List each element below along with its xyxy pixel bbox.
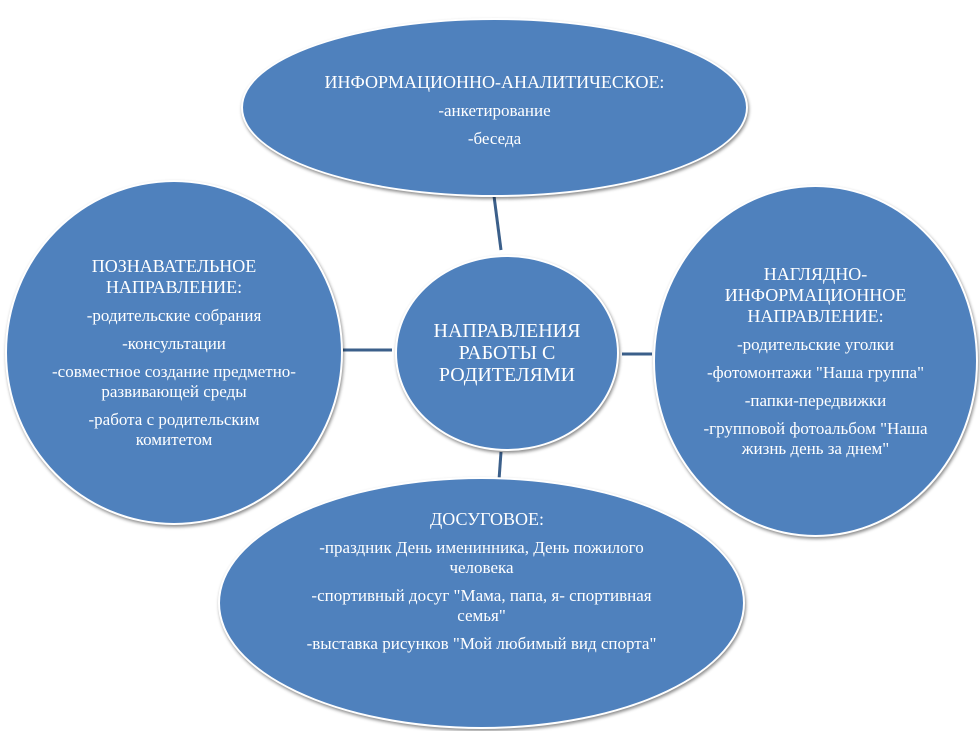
node-item: -папки-передвижки: [744, 390, 887, 410]
node-item: -фотомонтажи "Наша группа": [706, 362, 925, 382]
node-items: -анкетирование -беседа: [438, 93, 550, 149]
node-items: -родительские уголки -фотомонтажи "Наша …: [699, 327, 932, 459]
node-item: -родительские уголки: [737, 334, 894, 354]
node-item: -родительские собрания: [86, 305, 262, 325]
node-title: ИНФОРМАЦИОННО-АНАЛИТИЧЕСКОЕ:: [324, 72, 665, 92]
node-title: НАГЛЯДНО-ИНФОРМАЦИОННОЕ НАПРАВЛЕНИЕ:: [724, 263, 907, 326]
node-item: -спортивный досуг "Мама, папа, я- спорти…: [311, 586, 652, 625]
node-item: -анкетирование: [438, 101, 551, 120]
connector-top: [492, 195, 503, 251]
node-center: НАПРАВЛЕНИЯ РАБОТЫ С РОДИТЕЛЯМИ: [395, 255, 619, 451]
node-cognitive: ПОЗНАВАТЕЛЬНОЕ НАПРАВЛЕНИЕ: -родительски…: [5, 180, 343, 525]
connector-bottom: [497, 451, 503, 481]
node-item: -работа с родительским комитетом: [88, 409, 260, 449]
node-item: -выставка рисунков "Мой любимый вид спор…: [306, 634, 657, 653]
node-title: ПОЗНАВАТЕЛЬНОЕ НАПРАВЛЕНИЕ:: [91, 255, 257, 297]
node-visual-informational: НАГЛЯДНО-ИНФОРМАЦИОННОЕ НАПРАВЛЕНИЕ: -ро…: [653, 185, 978, 537]
node-item: -совместное создание предметно-развивающ…: [52, 361, 296, 401]
node-item: -групповой фотоальбом "Наша жизнь день з…: [703, 418, 928, 458]
node-items: -родительские собрания -консультации -со…: [51, 298, 297, 450]
center-title: НАПРАВЛЕНИЯ РАБОТЫ С РОДИТЕЛЯМИ: [433, 320, 581, 386]
node-title: ДОСУГОВОЕ:: [430, 509, 544, 529]
node-informational-analytical: ИНФОРМАЦИОННО-АНАЛИТИЧЕСКОЕ: -анкетирова…: [241, 18, 748, 197]
node-leisure: ДОСУГОВОЕ: -праздник День именинника, Де…: [218, 477, 745, 729]
node-item: -беседа: [467, 129, 522, 148]
node-item: -консультации: [122, 333, 226, 353]
node-items: -праздник День именинника, День пожилого…: [290, 530, 673, 654]
node-item: -праздник День именинника, День пожилого…: [319, 538, 644, 577]
